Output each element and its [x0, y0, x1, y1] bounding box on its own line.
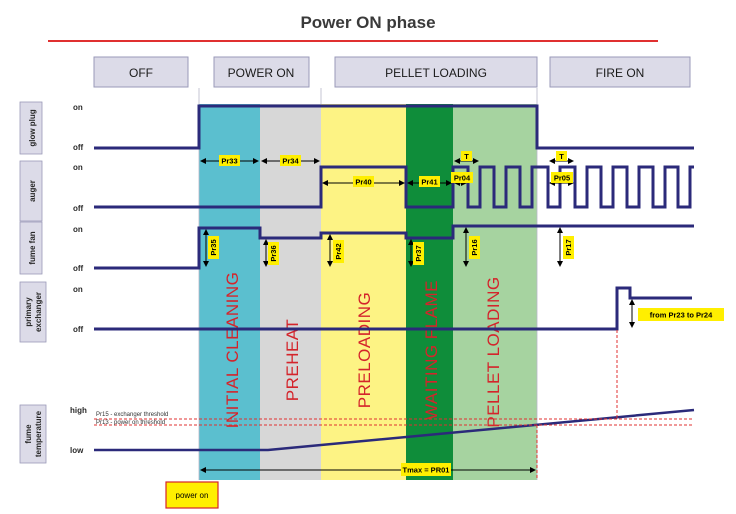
svg-text:glow plug: glow plug: [28, 109, 37, 146]
param-pr37: Pr37: [413, 242, 424, 265]
svg-text:Pr40: Pr40: [355, 178, 371, 187]
exchanger-on-label: on: [73, 285, 83, 294]
power-on-button-label: power on: [176, 491, 209, 500]
svg-text:Pr16: Pr16: [470, 239, 479, 255]
fume-temperature-signal: [94, 408, 695, 452]
auger-on-label: on: [73, 163, 83, 172]
row-label-glow-plug: glow plug: [19, 101, 43, 155]
vertical-arrows: [203, 227, 635, 328]
diagram-title: Power ON phase: [300, 13, 435, 32]
phase-label-fire-on: FIRE ON: [596, 66, 645, 80]
param-exchanger-range: from Pr23 to Pr24: [638, 308, 724, 321]
phase-label-pellet-loading: PELLET LOADING: [385, 66, 487, 80]
param-pr40: Pr40: [353, 176, 374, 187]
param-pr35: Pr35: [208, 236, 219, 259]
param-pr34: Pr34: [280, 155, 301, 166]
svg-text:T: T: [464, 152, 469, 161]
svg-text:exchanger: exchanger: [34, 292, 43, 332]
exchanger-signal: [94, 286, 692, 331]
param-pr16: Pr16: [469, 236, 480, 259]
svg-text:auger: auger: [28, 180, 37, 202]
phase-label-power-on: POWER ON: [228, 66, 295, 80]
svg-text:Pr35: Pr35: [209, 239, 218, 255]
param-pr36: Pr36: [268, 242, 279, 265]
stage-bg-preheat: [260, 104, 321, 480]
exchanger-off-label: off: [73, 325, 84, 334]
svg-text:fume: fume: [24, 424, 33, 444]
svg-text:Pr41: Pr41: [421, 178, 437, 187]
svg-text:Pr37: Pr37: [414, 245, 423, 261]
phase-header-power-on: POWER ON: [213, 56, 310, 88]
stage-name-pellet-loading: PELLET LOADING: [484, 276, 503, 427]
svg-text:Pr17: Pr17: [564, 239, 573, 255]
svg-text:Pr33: Pr33: [221, 157, 237, 166]
stage-name-preheat: PREHEAT: [283, 319, 302, 402]
threshold-lines: [94, 330, 694, 480]
param-t-1: T: [461, 151, 472, 161]
stage-name-initial-cleaning: INITIAL CLEANING: [223, 272, 242, 429]
phase-label-off: OFF: [129, 66, 153, 80]
power-on-button[interactable]: power on: [165, 481, 219, 509]
stage-bg-waiting-flame: [406, 104, 453, 480]
param-tmax: Tmax = PR01: [401, 463, 451, 476]
param-pr42: Pr42: [333, 240, 344, 263]
auger-off-label: off: [73, 204, 84, 213]
stage-name-preloading: PRELOADING: [355, 292, 374, 408]
svg-text:primary: primary: [24, 297, 33, 327]
svg-text:Pr05: Pr05: [554, 174, 570, 183]
row-label-fume-temperature: fume temperature: [19, 404, 47, 464]
svg-text:Pr34: Pr34: [282, 157, 299, 166]
svg-text:Pr42: Pr42: [334, 243, 343, 259]
fume-fan-signal: [94, 224, 694, 270]
stage-name-waiting-flame: WAITING FLAME: [422, 280, 441, 420]
param-pr05: Pr05: [551, 172, 573, 183]
param-pr33: Pr33: [219, 155, 240, 166]
glow-plug-on-label: on: [73, 103, 83, 112]
row-label-fume-fan: fume fan: [19, 221, 43, 275]
temperature-low-label: low: [70, 446, 84, 455]
glow-plug-off-label: off: [73, 143, 84, 152]
param-pr17: Pr17: [563, 236, 574, 259]
stage-bg-initial-cleaning: [199, 104, 260, 480]
param-pr04: Pr04: [451, 172, 473, 183]
svg-text:Pr04: Pr04: [454, 174, 471, 183]
svg-text:T: T: [559, 152, 564, 161]
svg-text:temperature: temperature: [34, 410, 43, 457]
param-pr41: Pr41: [419, 176, 440, 187]
temperature-high-label: high: [70, 406, 87, 415]
param-t-2: T: [556, 151, 567, 161]
exchanger-threshold-label: Pr15 - exchanger threshold: [96, 412, 168, 418]
phase-header-pellet-loading: PELLET LOADING: [334, 56, 538, 88]
glow-plug-signal: [94, 104, 694, 150]
row-label-primary-exchanger: primary exchanger: [19, 281, 47, 343]
power-on-threshold-label: Pr13 - power on threshold: [96, 420, 165, 426]
svg-text:fume fan: fume fan: [28, 231, 37, 264]
svg-text:Tmax = PR01: Tmax = PR01: [403, 466, 450, 475]
phase-header-fire-on: FIRE ON: [549, 56, 691, 88]
signal-traces: [94, 104, 695, 452]
row-label-auger: auger: [19, 160, 43, 222]
svg-text:Pr36: Pr36: [269, 245, 278, 261]
phase-dividers: [198, 88, 538, 480]
phase-header-off: OFF: [93, 56, 189, 88]
svg-text:from Pr23 to Pr24: from Pr23 to Pr24: [650, 311, 713, 320]
fume-fan-off-label: off: [73, 264, 84, 273]
fume-fan-on-label: on: [73, 225, 83, 234]
